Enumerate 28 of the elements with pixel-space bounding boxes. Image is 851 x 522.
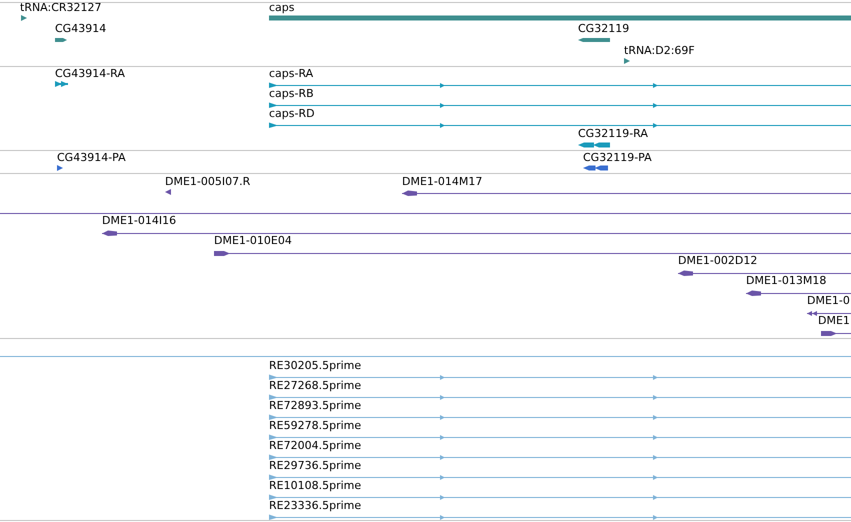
feature-label: CG43914-RA xyxy=(55,68,125,80)
feature-label: RE23336.5prime xyxy=(269,500,362,512)
feature-label: DME1-010E04 xyxy=(214,235,292,247)
feature-label: CG43914 xyxy=(55,23,106,35)
feature-label: CG43914-PA xyxy=(57,152,126,164)
feature-label: DME1-005I07.R xyxy=(165,176,250,188)
feature-label: DME1-014I16 xyxy=(102,215,176,227)
feature-label: caps-RA xyxy=(269,68,314,80)
feature-label: RE29736.5prime xyxy=(269,460,362,472)
feature-label: tRNA:CR32127 xyxy=(20,2,102,14)
feature-label: RE72004.5prime xyxy=(269,440,362,452)
feature-label: DME1-0 xyxy=(807,295,850,307)
feature-label: RE30205.5prime xyxy=(269,360,362,372)
feature-label: DME1-014M17 xyxy=(402,176,482,188)
feature-label: RE59278.5prime xyxy=(269,420,362,432)
feature-label: CG32119 xyxy=(578,23,630,35)
feature-label: CG32119-RA xyxy=(578,128,648,140)
feature-label: RE27268.5prime xyxy=(269,380,362,392)
feature-label: CG32119-PA xyxy=(583,152,652,164)
feature-label: caps-RD xyxy=(269,108,315,120)
feature-label: tRNA:D2:69F xyxy=(624,45,695,57)
feature-label: caps xyxy=(269,2,295,14)
feature-label: caps-RB xyxy=(269,88,314,100)
feature-label: RE72893.5prime xyxy=(269,400,362,412)
feature-label: DME1 xyxy=(818,315,850,327)
feature-label: DME1-002D12 xyxy=(678,255,758,267)
feature-label: RE10108.5prime xyxy=(269,480,362,492)
feature-label: DME1-013M18 xyxy=(746,275,826,287)
